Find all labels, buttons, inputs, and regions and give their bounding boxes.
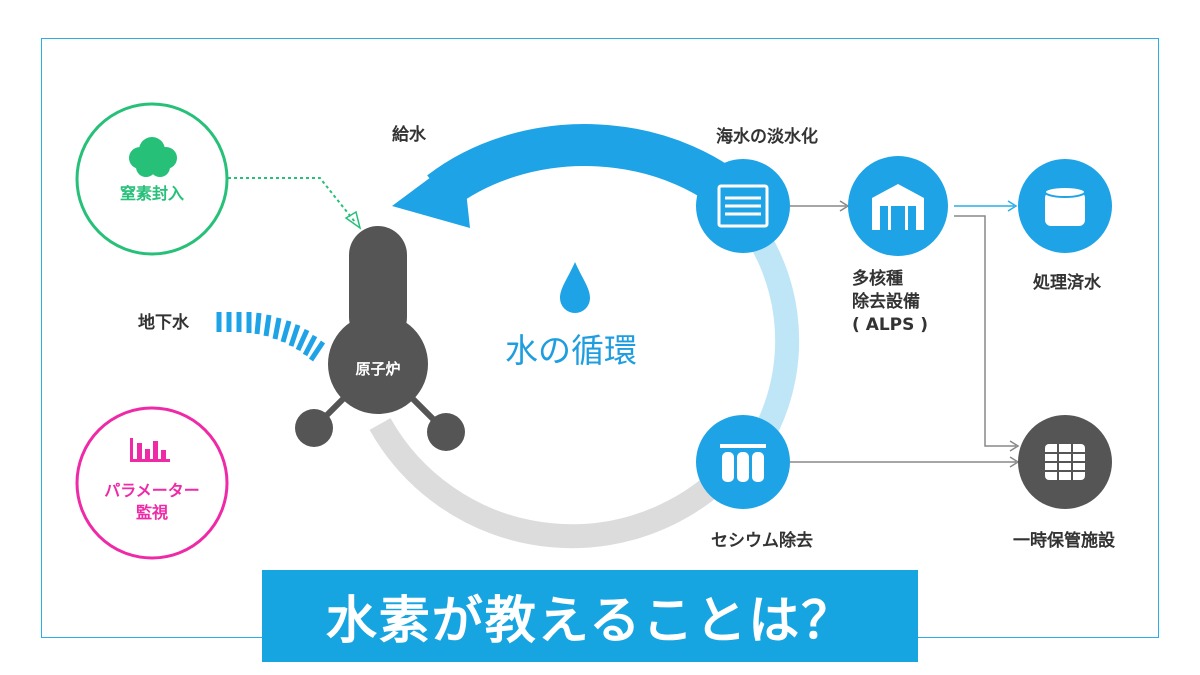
water-supply-arrowhead (392, 154, 470, 228)
reactor-icon (295, 226, 465, 451)
alps-label-line1: 多核種 (852, 269, 903, 289)
process-lines (790, 205, 1016, 463)
parameter-label: パラメーター 監視 (92, 480, 212, 525)
treated-water-arrowhead (1007, 200, 1018, 212)
parameter-label-line2: 監視 (135, 503, 168, 523)
parameter-label-line1: パラメーター (104, 481, 200, 500)
nitrogen-dotted-line (222, 177, 356, 223)
alps-building-detail (880, 206, 916, 230)
water-supply-label: 給水 (392, 125, 426, 145)
bar-chart-icon (130, 438, 170, 462)
nitrogen-circle (75, 102, 229, 256)
nitrogen-label: 窒素封入 (119, 184, 184, 203)
desalination-icon (717, 184, 769, 228)
reactor-label: 原子炉 (355, 360, 401, 378)
alps-label: 多核種 除去設備 ( ALPS ) (852, 268, 928, 337)
nitrogen-arrowhead (344, 210, 362, 230)
alps-label-line2: 除去設備 (852, 291, 920, 312)
treated-water-label: 処理済水 (1033, 273, 1101, 293)
storage-icon-lines (1045, 444, 1085, 480)
temporary-storage-label: 一時保管施設 (1013, 531, 1115, 551)
parameter-circle (75, 406, 229, 560)
cloud-icon (129, 137, 177, 177)
groundwater-label: 地下水 (138, 313, 189, 333)
headline-banner: 水素が教えることは？ (262, 570, 918, 662)
cesium-removal-label: セシウム除去 (711, 531, 813, 551)
water-cycle-label: 水の循環 (505, 331, 637, 370)
cycle-arc-bottom (369, 418, 750, 549)
water-drop-icon (560, 262, 590, 313)
alps-label-line3: ( ALPS ) (852, 314, 929, 335)
groundwater-dashes (216, 312, 326, 362)
tank-icon (1044, 186, 1086, 226)
desalination-label: 海水の淡水化 (716, 127, 818, 147)
filter-icon (720, 444, 766, 482)
